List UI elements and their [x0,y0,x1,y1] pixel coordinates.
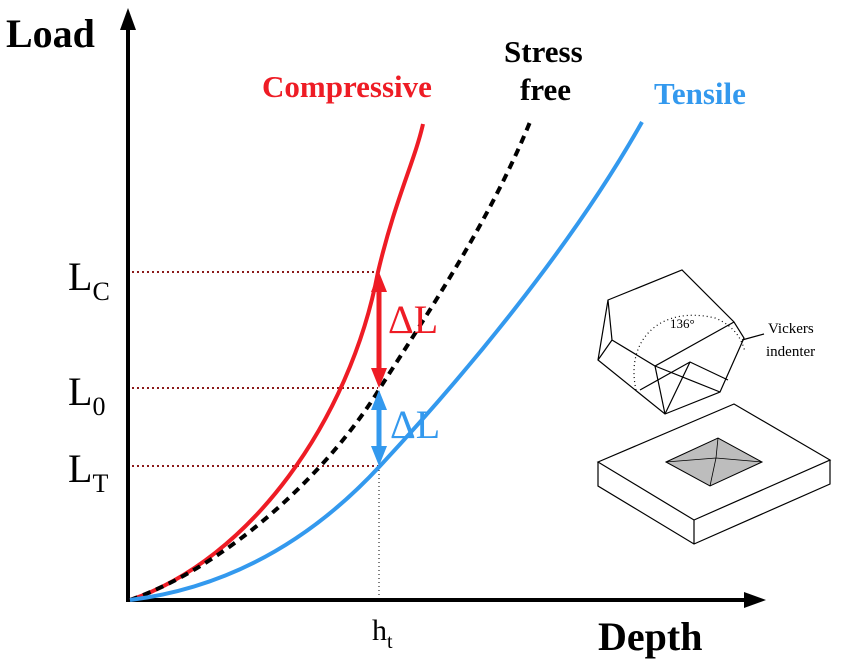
load-label-l0: L0 [68,369,105,421]
tensile-curve [129,121,644,602]
stress-free-label-line1: Stress [504,34,583,69]
compressive-curve [129,123,425,602]
delta-label-tensile: ΔL [390,402,440,447]
specimen-sides [597,460,831,545]
indenter-tip-edges [639,361,729,415]
angle-pointer [741,333,765,341]
depth-marker-label: ht [372,614,393,653]
x-axis-label: Depth [598,614,702,659]
delta-arrow-compressive-head-down [371,368,387,388]
delta-label-compressive: ΔL [388,297,438,342]
indentation-impression [664,437,764,487]
y-axis-arrowhead [120,8,136,30]
indenter-body [597,269,745,415]
delta-arrow-compressive-head-up [371,272,387,292]
delta-arrow-tensile-head-up [371,390,387,410]
x-axis-arrowhead [744,592,766,608]
vickers-indenter-illustration [596,269,832,545]
y-axis-label: Load [6,11,95,56]
inset-caption-line2: indenter [766,344,815,360]
stress-free-curve [129,121,532,602]
delta-arrow-tensile-head-down [371,446,387,466]
stress-free-label-line2: free [520,72,571,107]
indenter-face-edges [597,299,735,415]
inset-caption-line1: Vickers [768,321,814,337]
tensile-label: Tensile [654,76,746,111]
load-label-lt: LT [68,446,108,498]
inset-angle-label: 136° [670,316,695,331]
indentation-impression-diagonals [665,437,763,487]
load-label-lc: LC [68,254,110,306]
compressive-label: Compressive [262,69,432,104]
